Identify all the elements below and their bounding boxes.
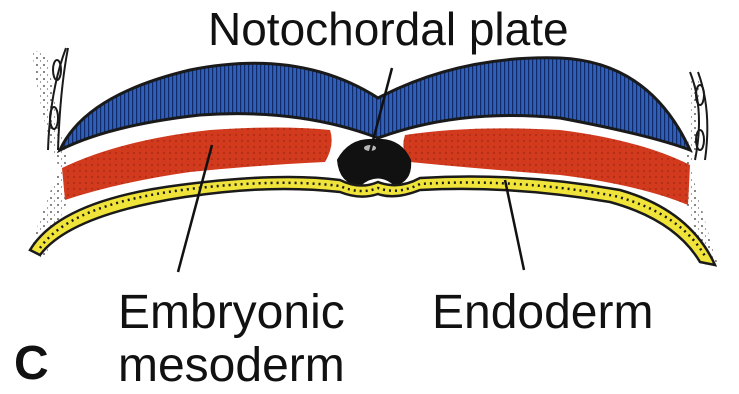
label-mesoderm-line1: Embryonic [118,289,345,337]
label-mesoderm-line2: mesoderm [118,342,345,390]
leader-endoderm [505,180,524,270]
label-endoderm: Endoderm [432,289,653,337]
label-notochordal-plate: Notochordal plate [208,6,569,52]
panel-letter: C [14,340,49,388]
